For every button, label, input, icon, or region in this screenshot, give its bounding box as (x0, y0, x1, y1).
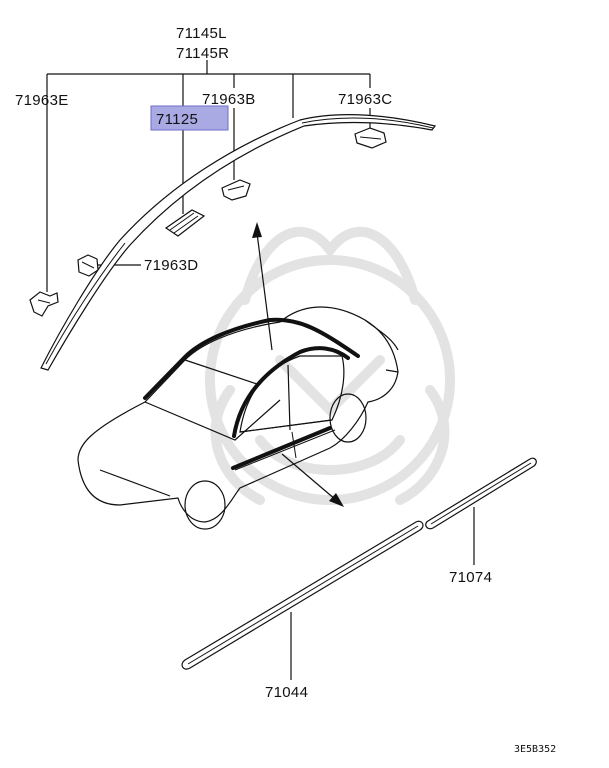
label-71145l[interactable]: 71145L (176, 25, 227, 42)
roof-drip-molding (40, 114, 437, 371)
label-71074[interactable]: 71074 (449, 569, 492, 586)
clip-d-part (77, 254, 99, 277)
car-illustration (77, 306, 399, 530)
arrow-roof (252, 222, 273, 351)
label-71963e[interactable]: 71963E (15, 92, 69, 109)
highlight-box (150, 105, 229, 131)
label-71125[interactable]: 71125 (156, 111, 198, 128)
clip-b-part (221, 179, 251, 201)
leader-tree (46, 60, 475, 680)
molding-71074-part (425, 457, 537, 530)
watermark-emblem (205, 226, 455, 505)
label-71963c[interactable]: 71963C (338, 91, 392, 108)
label-71963b[interactable]: 71963B (202, 91, 256, 108)
label-71145r[interactable]: 71145R (176, 45, 229, 62)
pad-part-71125 (164, 209, 206, 237)
clip-c-part (354, 127, 387, 149)
clip-e-part (29, 291, 59, 317)
label-71044[interactable]: 71044 (265, 684, 308, 701)
arrow-side (281, 453, 344, 507)
molding-71044-part (181, 520, 424, 670)
label-71963d[interactable]: 71963D (144, 257, 198, 274)
figure-code: 3E5B352 (514, 744, 556, 755)
